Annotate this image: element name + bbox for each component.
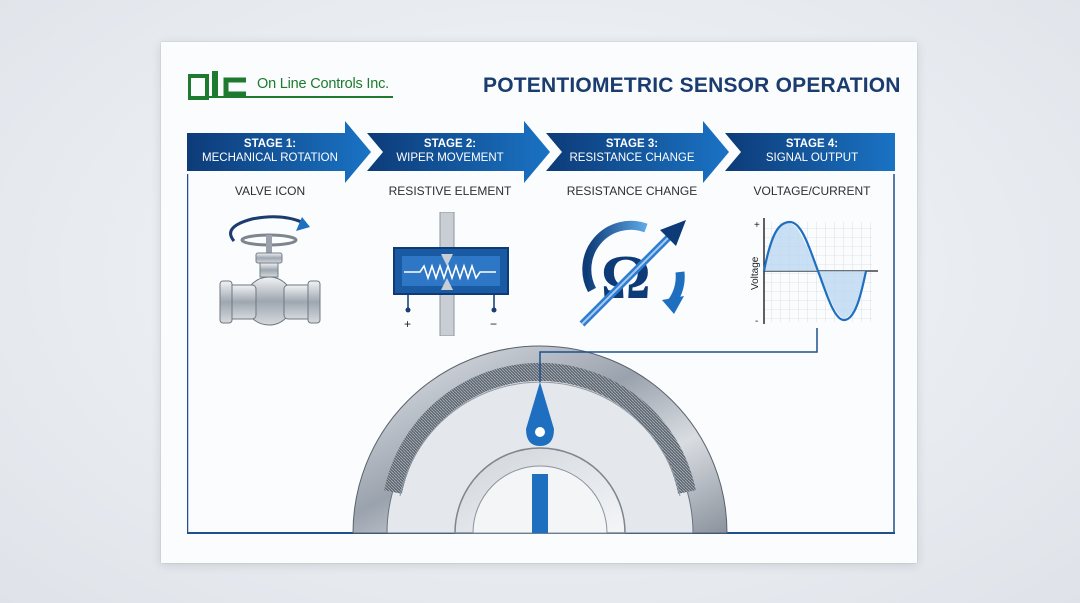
graph-ylabel: Voltage	[750, 256, 761, 290]
stage-2-number: STAGE 2:	[423, 138, 477, 150]
stage-1-arrow	[187, 121, 371, 183]
stage-banner	[187, 121, 895, 183]
signal-lead-line	[539, 328, 818, 382]
stage-3-arrow	[546, 121, 729, 183]
ohm-icon: Ω	[579, 220, 686, 327]
stage-4-number: STAGE 4:	[785, 138, 839, 150]
diagram-frame	[187, 174, 895, 534]
logo-underline	[188, 96, 393, 98]
page-title: POTENTIOMETRIC SENSOR OPERATION	[483, 74, 901, 97]
terminal-negative: −	[490, 317, 497, 331]
sine-wave-icon: + - Voltage	[750, 218, 878, 327]
stage-3-caption: RESISTANCE CHANGE	[566, 184, 698, 198]
graph-minus: -	[755, 316, 758, 327]
stage-4-name: SIGNAL OUTPUT	[765, 152, 859, 164]
stage-3-name: RESISTANCE CHANGE	[569, 152, 695, 164]
stage-2-caption: RESISTIVE ELEMENT	[388, 184, 512, 198]
graph-plus: +	[754, 220, 760, 231]
stage-2-name: WIPER MOVEMENT	[396, 152, 504, 164]
resistor-icon: + −	[393, 212, 509, 336]
stage-4-caption: VOLTAGE/CURRENT	[753, 184, 871, 198]
stage-1-name: MECHANICAL ROTATION	[202, 152, 338, 164]
stage-1-label: STAGE 1: MECHANICAL ROTATION	[190, 137, 350, 165]
wiper-arm-icon	[526, 382, 554, 533]
stage-1-number: STAGE 1:	[243, 138, 297, 150]
stage-3-number: STAGE 3:	[605, 138, 659, 150]
valve-icon	[219, 215, 321, 326]
stage-4-arrow	[725, 133, 895, 171]
stage-4-label: STAGE 4: SIGNAL OUTPUT	[728, 137, 896, 165]
stage-3-label: STAGE 3: RESISTANCE CHANGE	[550, 137, 714, 165]
terminal-positive: +	[404, 317, 411, 331]
stage-1-caption: VALVE ICON	[234, 184, 306, 198]
stage-2-label: STAGE 2: WIPER MOVEMENT	[370, 137, 530, 165]
stage-2-arrow	[367, 121, 550, 183]
rotation-arrow-icon	[229, 215, 305, 242]
company-logo-icon	[188, 71, 246, 100]
company-name: On Line Controls Inc.	[257, 76, 390, 92]
